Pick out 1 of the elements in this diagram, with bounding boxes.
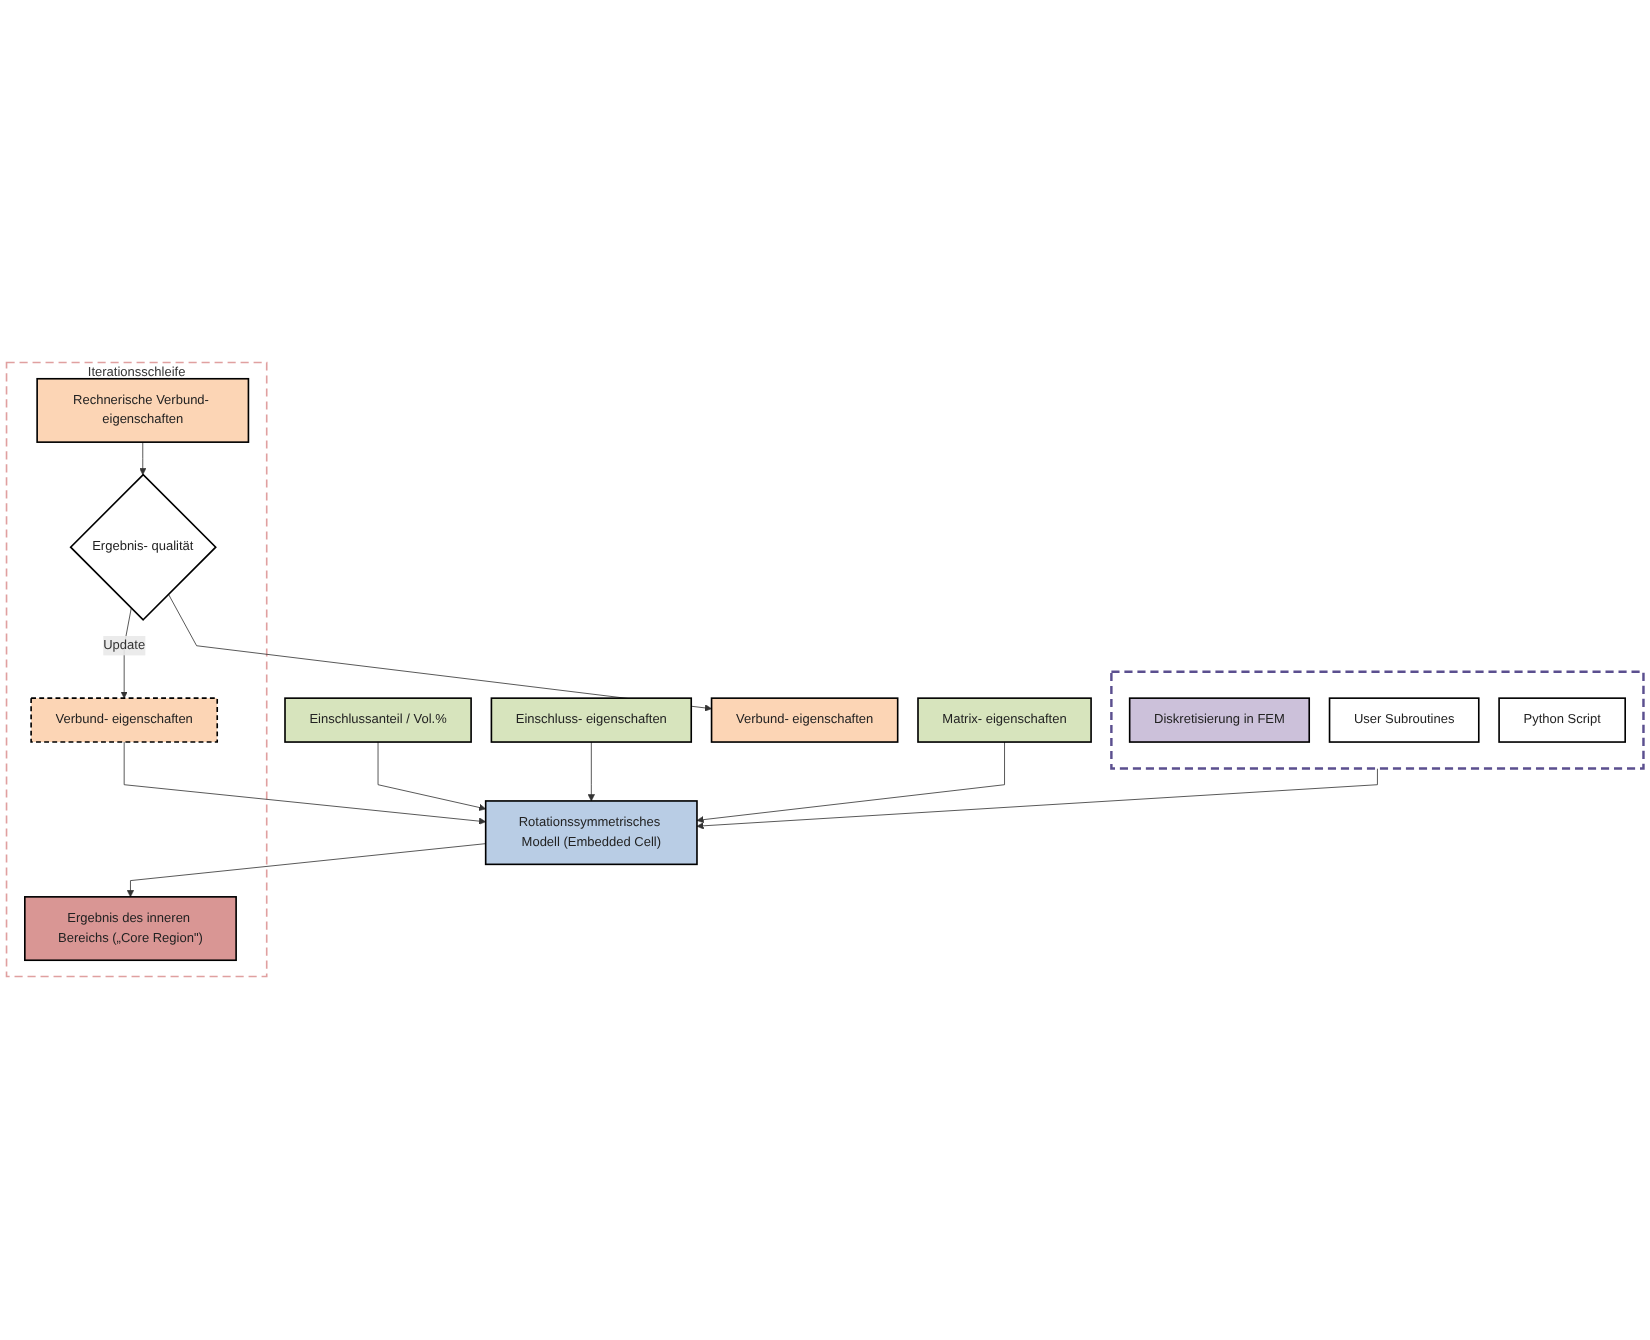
cluster bbox=[1110, 671, 1645, 771]
